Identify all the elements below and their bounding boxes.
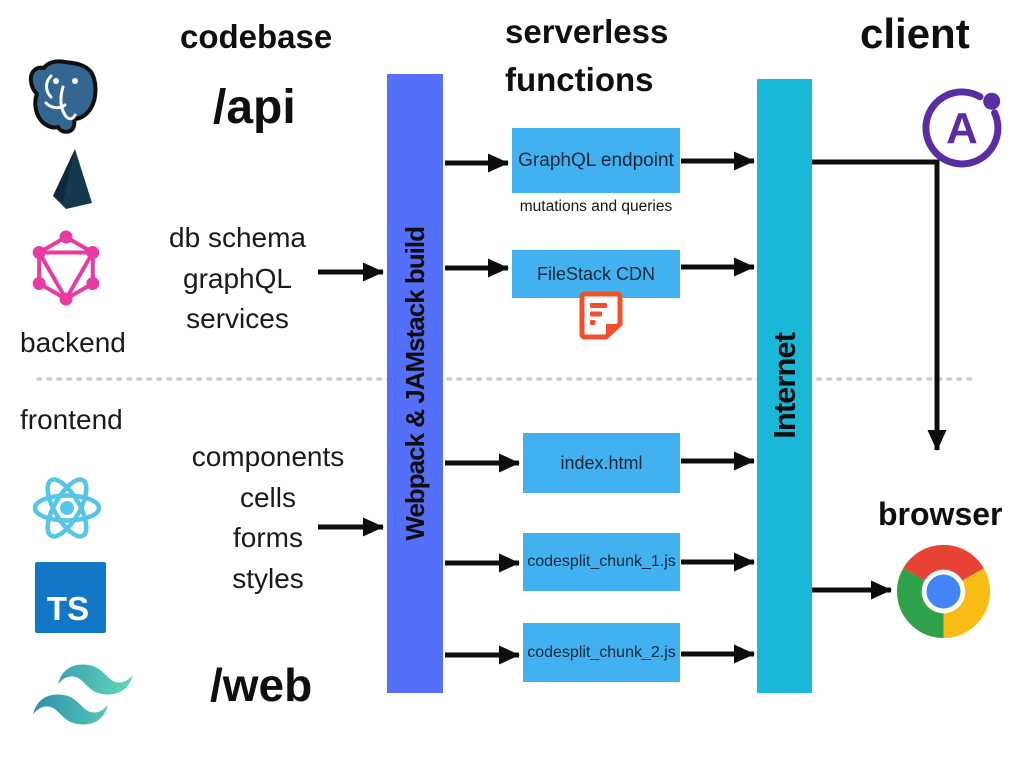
filestack-folded-corner [606,324,619,337]
apollo-orbit-dot [983,92,1001,110]
react-icon [32,477,102,539]
filestack-f-bars [590,303,607,325]
codebase-header: codebase [180,18,333,55]
backend-label: backend [20,327,126,358]
index-html-label: index.html [560,452,643,473]
api-item-services: services [186,303,289,334]
build-bar: Webpack & JAMstack build [387,74,443,693]
internet-bar: Internet [757,79,812,693]
tailwind-icon [33,664,133,725]
chrome-red-segment [903,544,984,592]
api-dir-label: /api [213,81,296,134]
graphql-endpoint-caption: mutations and queries [519,198,673,215]
web-item-forms: forms [233,522,303,553]
typescript-letters: TS [47,590,89,627]
frontend-label: frontend [20,404,123,435]
web-item-components: components [191,441,345,472]
typescript-square [35,562,106,633]
browser-label: browser [878,496,1003,532]
prisma-icon [53,149,92,209]
serverless-header-line2: functions [505,61,654,98]
postgresql-elephant-head [28,59,98,134]
codesplit-chunk2-label: codesplit_chunk_2.js [527,643,676,661]
postgresql-trunk-line [59,85,77,121]
prisma-pyramid-facet [53,149,75,202]
graphql-endpoint-box: GraphQL endpoint [512,128,680,193]
api-item-db-schema: db schema [169,222,306,253]
build-bar-label: Webpack & JAMstack build [399,226,430,541]
web-item-cells: cells [239,481,296,513]
chrome-browser-icon [896,544,991,639]
codesplit-chunk1-label: codesplit_chunk_1.js [527,553,676,570]
postgresql-right-eye [72,78,78,84]
serverless-functions-header: serverless functions [505,8,668,104]
graphql-icon [32,230,100,306]
graphql-nodes [32,230,100,306]
web-items-list: components cells forms styles [170,437,366,599]
chrome-blue-center [926,574,961,609]
client-header: client [860,10,970,57]
graphql-endpoint-label: GraphQL endpoint [518,149,674,171]
react-orbits [32,477,102,539]
web-item-styles: styles [232,562,304,594]
graphql-lines [35,234,97,304]
codesplit-chunk1-box: codesplit_chunk_1.js [523,533,680,591]
tailwind-waves [33,664,133,725]
apollo-ring [922,88,1002,168]
typescript-icon: TS [35,562,106,633]
codesplit-chunk2-box: codesplit_chunk_2.js [523,623,680,682]
arrow-internet-to-client-elbow [812,159,947,451]
filestack-cdn-label: FileStack CDN [536,263,656,284]
web-dir-label: /web [210,659,313,711]
filestack-cdn-box: FileStack CDN [512,250,680,298]
postgresql-icon [28,59,98,134]
serverless-header-line1: serverless [505,13,669,50]
filestack-icon [579,291,623,340]
postgresql-ear-line [45,74,53,99]
postgresql-left-eye [53,78,59,84]
react-nucleus [60,501,74,515]
index-html-box: index.html [523,433,680,493]
graphql-triangle [35,250,97,304]
postgresql-mouth-line [44,101,67,110]
api-items-list: db schema graphQL services [140,218,335,340]
internet-bar-label: Internet [766,333,802,439]
apollo-letter: A [946,104,978,153]
api-item-graphql: graphQL [183,262,292,294]
apollo-client-icon: A [922,88,1002,168]
